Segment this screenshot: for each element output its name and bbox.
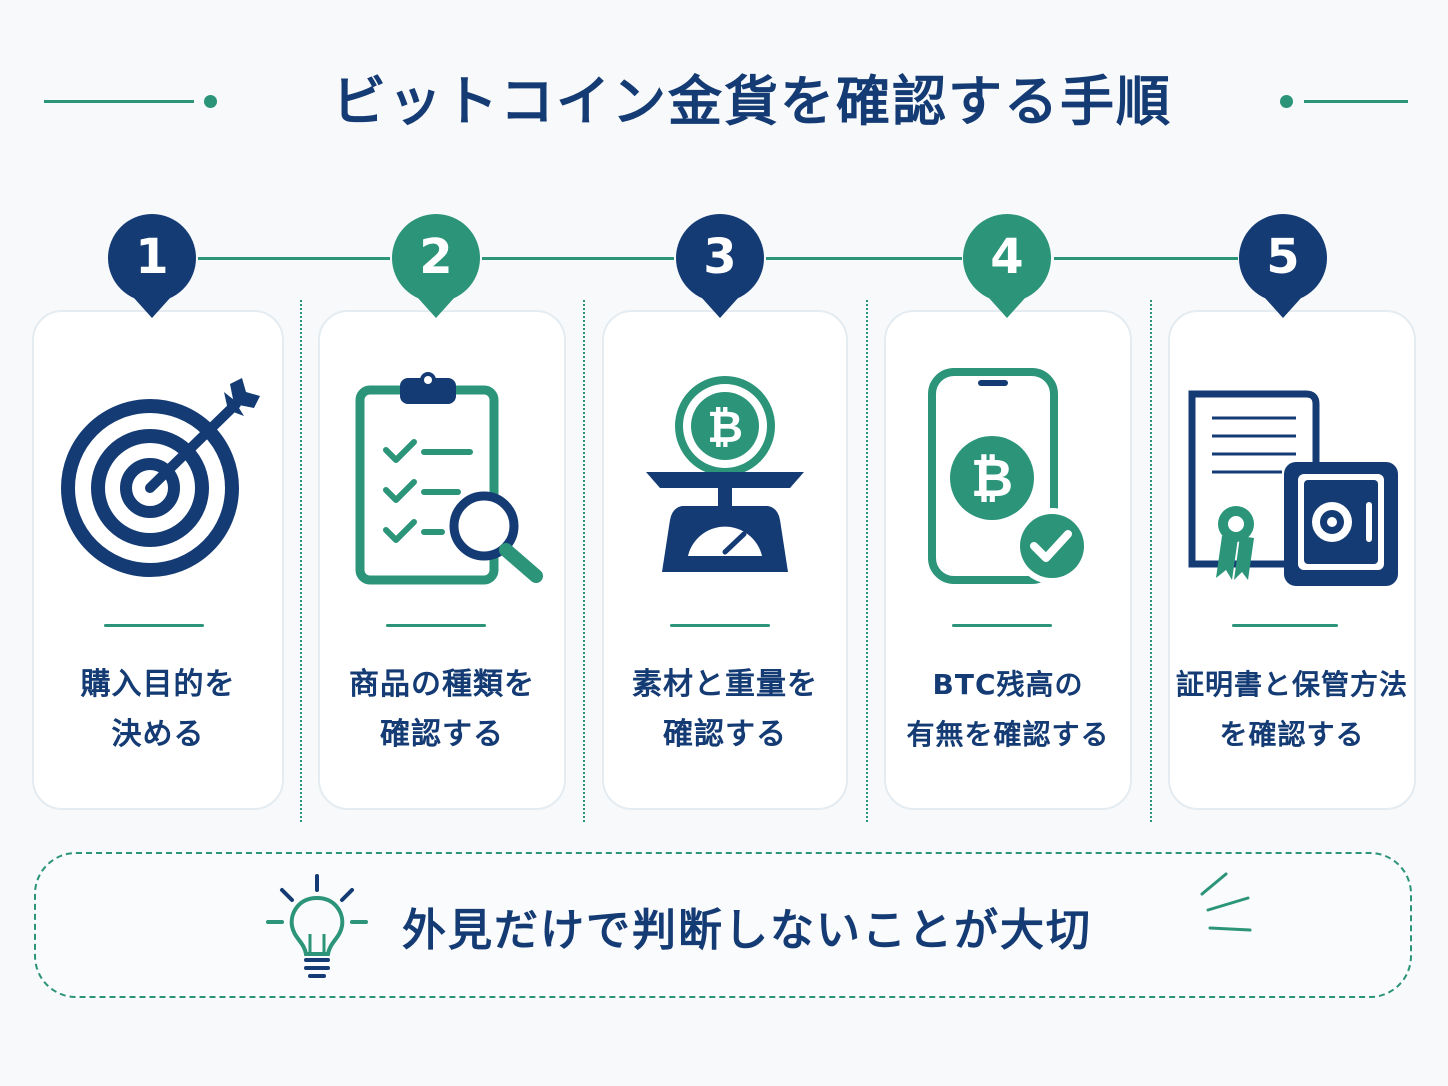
step-label-4-line2: 有無を確認する [906, 718, 1110, 751]
step-label-2-line2: 確認する [380, 717, 504, 752]
step-badge-2: 2 [390, 212, 482, 324]
step-badge-1: 1 [106, 212, 198, 324]
step-label-2: 商品の種類を 確認する [320, 660, 564, 760]
accent-line-2 [386, 624, 486, 627]
title-right-dot [1280, 95, 1293, 108]
emphasis-lines-icon [1196, 868, 1256, 942]
accent-line-1 [104, 624, 204, 627]
step-badge-4: 4 [961, 212, 1053, 324]
accent-line-3 [670, 624, 770, 627]
step-number-4: 4 [990, 229, 1024, 285]
clipboard-search-icon [352, 370, 552, 594]
step-label-4: BTC残高の 有無を確認する [886, 660, 1130, 760]
step-label-1: 購入目的を 決める [34, 660, 282, 760]
lightbulb-icon [262, 872, 372, 986]
divider-2 [583, 300, 585, 822]
step-number-3: 3 [703, 229, 737, 285]
step-label-3-line2: 確認する [663, 717, 787, 752]
step-badge-5: 5 [1237, 212, 1329, 324]
step-card-4 [884, 310, 1132, 810]
step-label-4-line1: BTC残高の [932, 668, 1084, 701]
accent-line-4 [952, 624, 1052, 627]
step-label-1-line2: 決める [111, 717, 205, 752]
target-icon [58, 370, 268, 584]
bitcoin-scale-icon: ₿ [640, 376, 810, 586]
step-label-5: 証明書と保管方法 を確認する [1170, 660, 1414, 760]
divider-3 [866, 300, 868, 822]
title-right-line [1304, 100, 1408, 103]
step-badge-3: 3 [674, 212, 766, 324]
page-title: ビットコイン金貨を確認する手順 [332, 70, 1172, 133]
step-label-5-line2: を確認する [1219, 718, 1365, 751]
divider-4 [1150, 300, 1152, 822]
step-label-1-line1: 購入目的を [80, 667, 236, 702]
certificate-safe-icon [1186, 388, 1402, 594]
title-left-dot [204, 95, 217, 108]
step-label-3: 素材と重量を 確認する [604, 660, 846, 760]
step-label-2-line1: 商品の種類を [349, 667, 535, 702]
connector-4-5 [1054, 257, 1238, 260]
accent-line-5 [1232, 624, 1338, 627]
step-number-2: 2 [419, 229, 453, 285]
divider-1 [300, 300, 302, 822]
tip-text: 外見だけで判断しないことが大切 [402, 905, 1092, 956]
step-number-1: 1 [135, 229, 169, 285]
smartphone-bitcoin-check-icon: ₿ [926, 368, 1096, 590]
connector-1-2 [198, 257, 390, 260]
tip-box [34, 852, 1412, 998]
step-label-3-line1: 素材と重量を [632, 667, 818, 702]
connector-3-4 [766, 257, 962, 260]
step-number-5: 5 [1266, 229, 1300, 285]
connector-2-3 [482, 257, 674, 260]
step-label-5-line1: 証明書と保管方法 [1175, 668, 1408, 701]
svg-text:₿: ₿ [971, 449, 1013, 509]
title-row: ビットコイン金貨を確認する手順 [0, 60, 1448, 144]
svg-text:₿: ₿ [707, 402, 743, 453]
title-left-line [44, 100, 194, 103]
